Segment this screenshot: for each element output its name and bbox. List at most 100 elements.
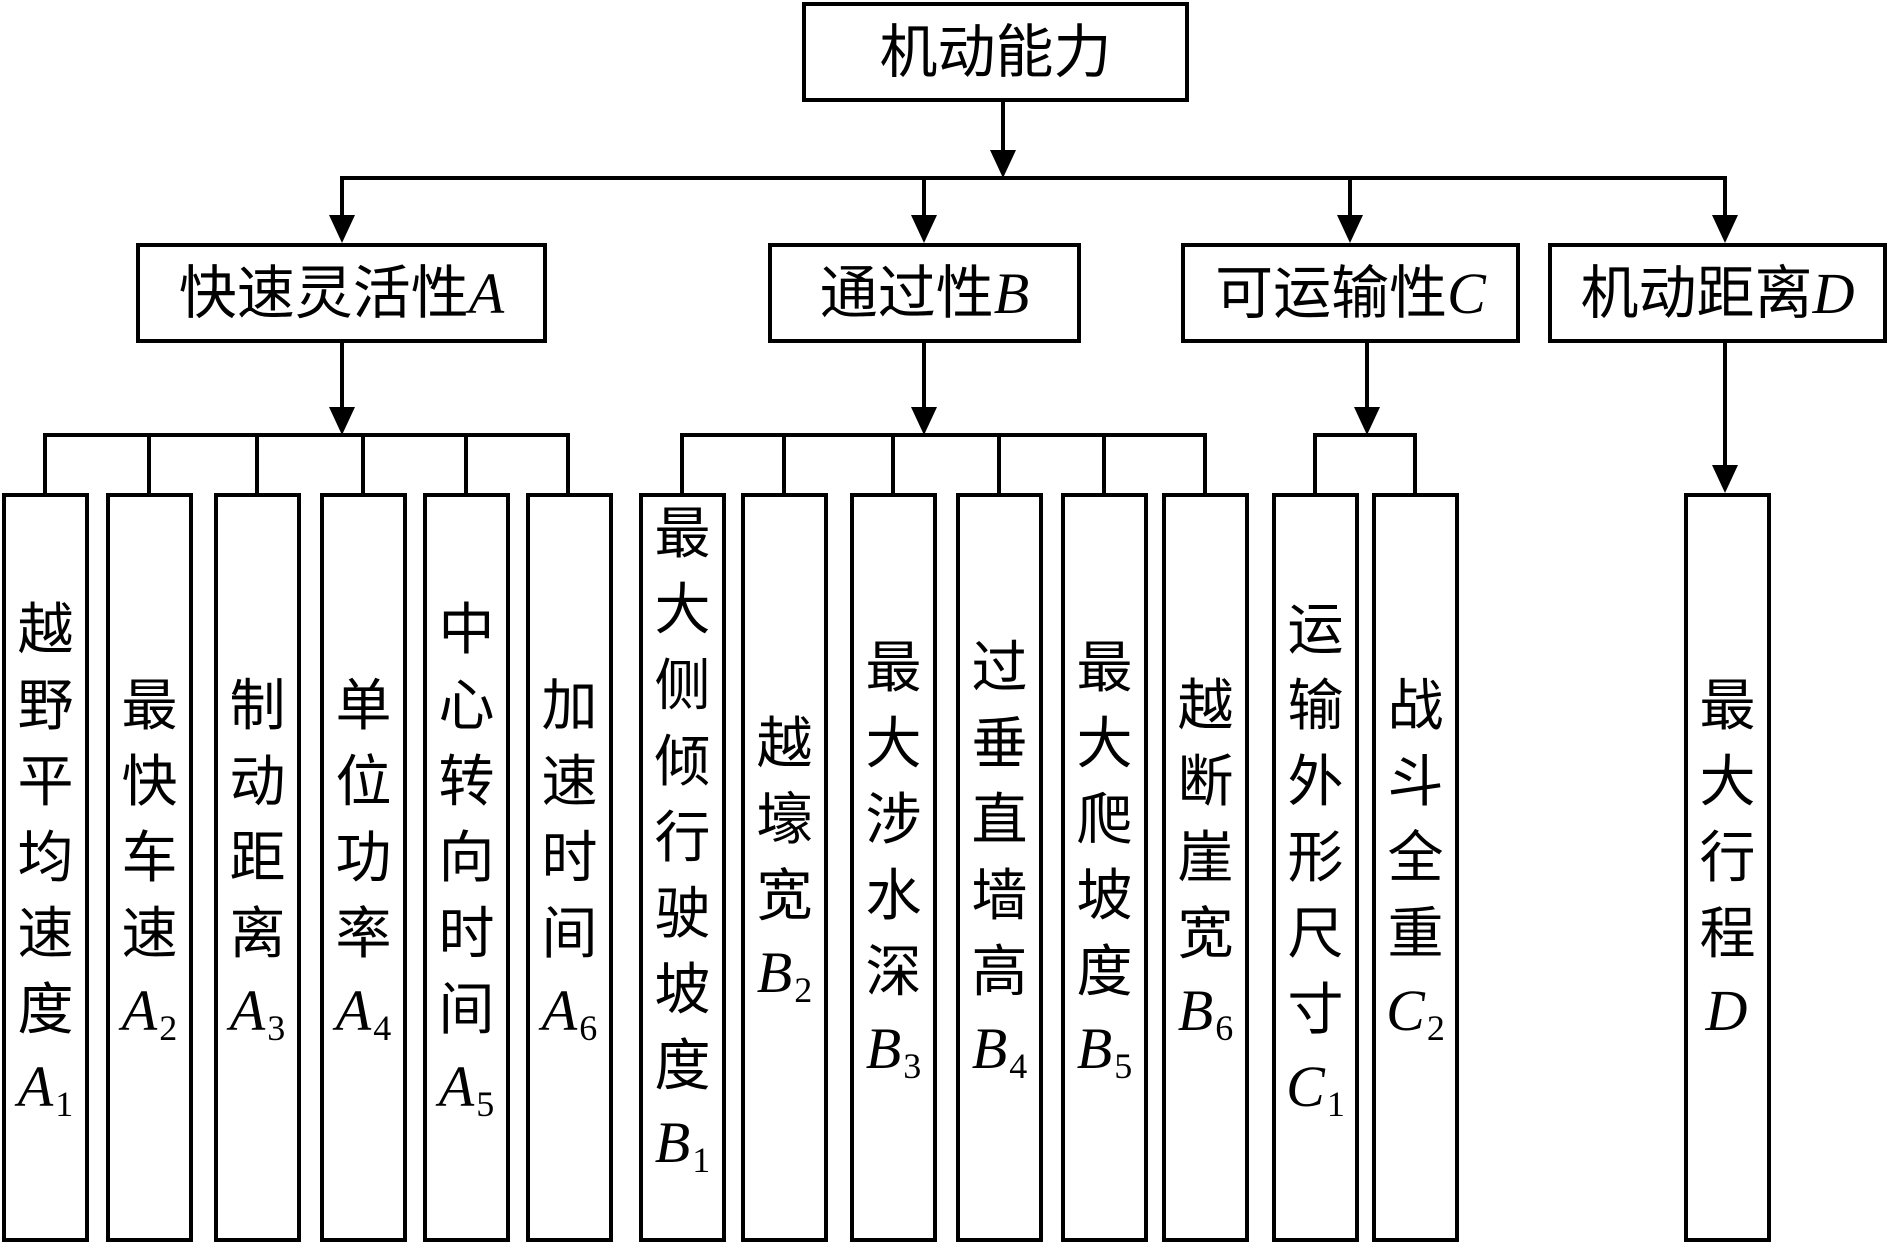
category-name: 机动距离 xyxy=(1580,258,1813,327)
indicator-char: 加 xyxy=(541,674,598,739)
indicator-subscript: 2 xyxy=(794,970,813,1010)
indicator-char: 速 xyxy=(121,902,178,967)
root-label: 机动能力 xyxy=(879,18,1112,86)
indicator-name: 最快车速 xyxy=(122,669,178,973)
indicator-char: 越 xyxy=(17,598,74,663)
indicator-name: 越野平均速度 xyxy=(18,593,74,1049)
indicator-char: 战 xyxy=(1387,674,1444,739)
category-name: 快速灵活性 xyxy=(178,258,469,327)
indicator-char: 坡 xyxy=(1076,864,1133,929)
indicator-char: 转 xyxy=(438,750,495,815)
indicator-char: 外 xyxy=(1287,750,1344,815)
indicator-char: 位 xyxy=(335,750,392,815)
indicator-name: 过垂直墙高 xyxy=(972,631,1028,1011)
indicator-char: 心 xyxy=(438,674,495,739)
indicator-char: 速 xyxy=(541,750,598,815)
indicator-char: 均 xyxy=(17,826,74,891)
indicator-code: A xyxy=(335,978,372,1043)
indicator-code: B xyxy=(971,1016,1008,1081)
indicator-char: 最 xyxy=(1076,636,1133,701)
indicator-char: 间 xyxy=(541,902,598,967)
indicator-char: 宽 xyxy=(1177,902,1234,967)
indicator-code: B xyxy=(865,1016,902,1081)
indicator-char: 大 xyxy=(1076,712,1133,777)
indicator-char: 制 xyxy=(229,674,286,739)
indicator-char: 平 xyxy=(17,750,74,815)
indicator-name: 越壕宽 xyxy=(757,707,813,935)
indicator-subscript: 6 xyxy=(579,1008,598,1048)
indicator-char: 速 xyxy=(17,902,74,967)
indicator-name: 制动距离 xyxy=(230,669,286,973)
indicator-char: 间 xyxy=(438,978,495,1043)
indicator-char: 壕 xyxy=(756,788,813,853)
indicator-char: 功 xyxy=(335,826,392,891)
category-name: 通过性 xyxy=(819,258,994,327)
indicator-name: 加速时间 xyxy=(542,669,598,973)
indicator-subscript: 3 xyxy=(267,1008,286,1048)
indicator-char: 大 xyxy=(865,712,922,777)
arrow-head xyxy=(1337,215,1363,243)
indicator-char: 大 xyxy=(1699,750,1756,815)
indicator-char: 中 xyxy=(438,598,495,663)
category-code: B xyxy=(993,260,1030,326)
indicator-name: 最大爬坡度 xyxy=(1077,631,1133,1011)
indicator-subscript: 3 xyxy=(903,1046,922,1086)
indicator-char: 行 xyxy=(654,806,711,871)
category-node-c: 可运输性C xyxy=(1181,243,1520,343)
category-node-a: 快速灵活性A xyxy=(136,243,547,343)
indicator-name: 中心转向时间 xyxy=(439,593,495,1049)
arrow-head xyxy=(911,407,937,435)
category-node-b: 通过性B xyxy=(768,243,1081,343)
indicator-char: 崖 xyxy=(1177,826,1234,891)
indicator-code: A xyxy=(229,978,266,1043)
indicator-char: 寸 xyxy=(1287,978,1344,1043)
category-name: 可运输性 xyxy=(1215,258,1448,327)
indicator-code: A xyxy=(121,978,158,1043)
indicator-char: 断 xyxy=(1177,750,1234,815)
indicator-subscript: 5 xyxy=(476,1084,495,1124)
indicator-char: 直 xyxy=(971,788,1028,853)
category-code: D xyxy=(1812,260,1855,326)
indicator-char: 深 xyxy=(865,940,922,1005)
indicator-char: 高 xyxy=(971,940,1028,1005)
indicator-char: 离 xyxy=(229,902,286,967)
indicator-char: 全 xyxy=(1387,826,1444,891)
category-code: A xyxy=(468,260,505,326)
indicator-char: 行 xyxy=(1699,826,1756,891)
indicator-char: 时 xyxy=(541,826,598,891)
indicator-char: 尺 xyxy=(1287,902,1344,967)
indicator-char: 倾 xyxy=(654,730,711,795)
indicator-char: 水 xyxy=(865,864,922,929)
indicator-name: 单位功率 xyxy=(336,669,392,973)
indicator-char: 垂 xyxy=(971,712,1028,777)
indicator-char: 程 xyxy=(1699,902,1756,967)
indicator-subscript: 5 xyxy=(1114,1046,1133,1086)
indicator-char: 最 xyxy=(1699,674,1756,739)
indicator-char: 斗 xyxy=(1387,750,1444,815)
indicator-subscript: 1 xyxy=(692,1140,711,1180)
indicator-subscript: 6 xyxy=(1215,1008,1234,1048)
indicator-code: A xyxy=(541,978,578,1043)
indicator-code: B xyxy=(1076,1016,1113,1081)
category-code: C xyxy=(1447,260,1486,326)
indicator-char: 度 xyxy=(654,1034,711,1099)
indicator-char: 输 xyxy=(1287,674,1344,739)
indicator-subscript: 1 xyxy=(55,1084,74,1124)
indicator-char: 宽 xyxy=(756,864,813,929)
indicator-char: 向 xyxy=(438,826,495,891)
indicator-subscript: 2 xyxy=(1426,1008,1445,1048)
arrow-head xyxy=(329,407,355,435)
indicator-name: 运输外形尺寸 xyxy=(1288,593,1344,1049)
